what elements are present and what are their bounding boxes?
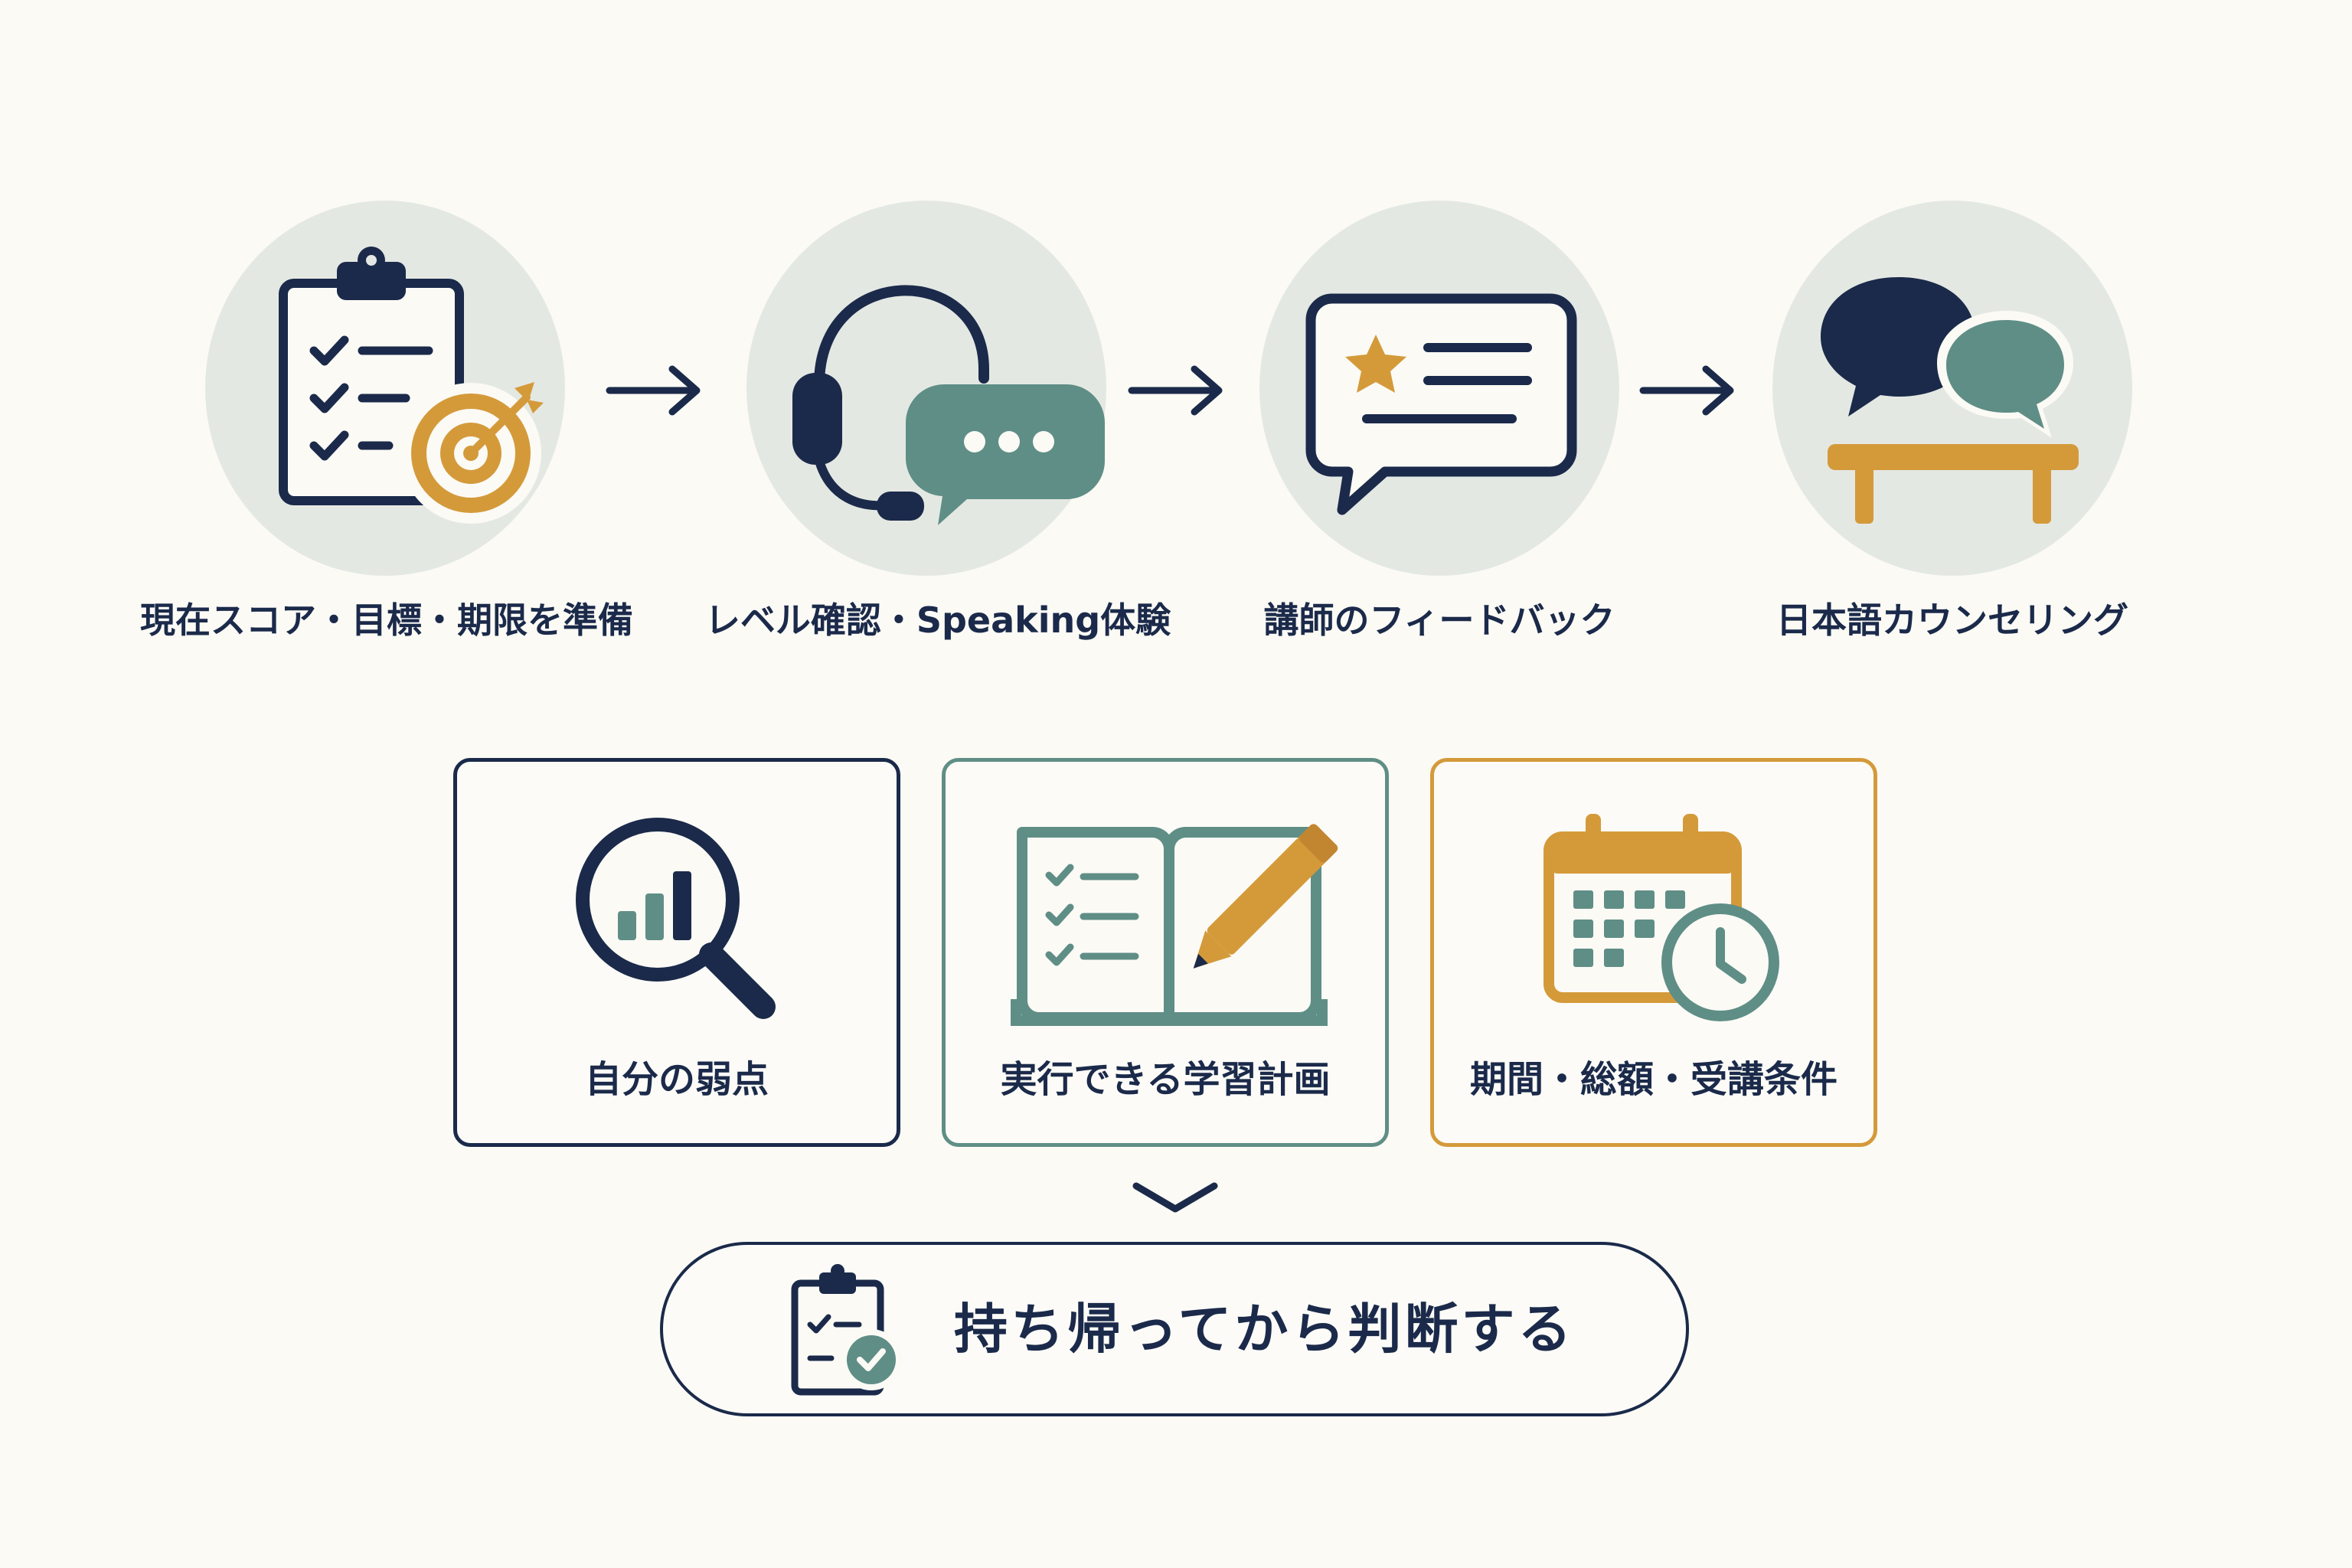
step-4-circle bbox=[1772, 201, 2132, 576]
result-label: 持ち帰ってから判断する bbox=[954, 1298, 1575, 1361]
headset-chat-icon bbox=[792, 285, 1105, 525]
feedback-star-icon bbox=[1305, 293, 1577, 515]
counseling-speech-bubbles-icon bbox=[1821, 277, 2079, 524]
outcome-label: 期間・総額・受講条件 bbox=[1469, 1058, 1838, 1101]
outcome-card-conditions: 期間・総額・受講条件 bbox=[1430, 758, 1877, 1147]
outcome-label: 自分の弱点 bbox=[584, 1058, 769, 1101]
result-pill: 持ち帰ってから判断する bbox=[660, 1242, 1689, 1416]
step-1-label: 現在スコア・目標・期限を準備 bbox=[140, 599, 633, 641]
chevron-down-icon bbox=[1132, 1182, 1218, 1213]
step-1-circle bbox=[205, 201, 565, 576]
step-2-circle bbox=[746, 201, 1106, 576]
notebook-pencil-icon bbox=[1011, 824, 1338, 1026]
step-3-label: 講師のフィードバック bbox=[1263, 599, 1615, 641]
clipboard-target-icon bbox=[279, 247, 544, 524]
arrow-right-icon bbox=[606, 365, 701, 416]
outcome-label: 実行できる学習計画 bbox=[1000, 1058, 1331, 1101]
step-2-label: レベル確認・Speaking体験 bbox=[704, 599, 1171, 641]
outcome-card-study-plan: 実行できる学習計画 bbox=[942, 758, 1389, 1147]
magnifier-chart-icon bbox=[576, 818, 776, 1019]
calendar-clock-icon bbox=[1544, 814, 1779, 1021]
arrow-right-icon bbox=[1639, 365, 1734, 416]
step-3-circle bbox=[1259, 201, 1619, 576]
arrow-right-icon bbox=[1128, 365, 1223, 416]
clipboard-check-icon bbox=[791, 1264, 902, 1396]
outcome-card-weakness: 自分の弱点 bbox=[453, 758, 900, 1147]
step-4-label: 日本語カウンセリング bbox=[1776, 599, 2128, 641]
